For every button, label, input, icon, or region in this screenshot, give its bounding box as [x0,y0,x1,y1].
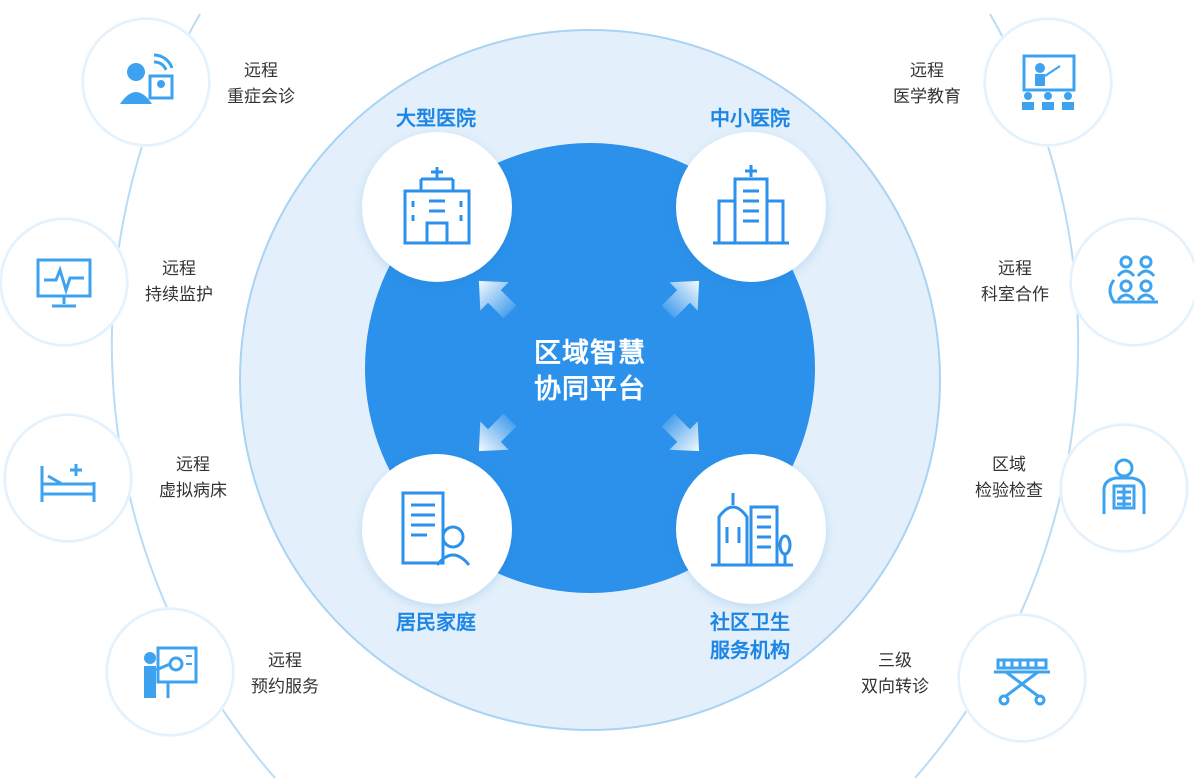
service-label-education: 远程医学教育 [893,61,961,107]
arrow-bottom-right [661,413,700,452]
service-node-appointment [106,608,234,736]
bed-icon [40,464,96,502]
xray-icon [1102,458,1146,514]
service-label-monitor: 远程持续监护 [145,259,213,305]
institution-label-large-hospital: 大型医院 [396,106,476,130]
node-resident-family [362,454,512,604]
institution-label-resident-family: 居民家庭 [396,610,476,634]
team-icon [1108,255,1158,304]
institution-label-small-hospital: 中小医院 [710,106,790,130]
service-node-remote-consultation [82,18,210,146]
arrow-top-left [478,280,517,319]
node-large-hospital [362,132,512,282]
institution-label-community-health: 社区卫生 服务机构 [710,610,790,662]
node-community-health [676,454,826,604]
service-label-appointment: 远程预约服务 [251,651,319,697]
node-small-hospital [676,132,826,282]
service-node-inspection [1060,424,1188,552]
classroom-icon [1022,54,1076,110]
service-node-monitor [0,218,128,346]
arrow-bottom-left [478,413,517,452]
service-node-referral [958,614,1086,742]
community-health-icon [711,493,793,567]
service-label-bed: 远程虚拟病床 [159,455,227,501]
remote-consultation-icon [120,53,174,104]
center-title: 区域智慧 协同平台 [505,336,675,408]
center-title-line2: 协同平台 [534,374,646,405]
center-title-line1: 区域智慧 [534,338,646,369]
large-hospital-icon [403,167,471,245]
service-node-education [984,18,1112,146]
service-node-bed [4,414,132,542]
service-label-inspection: 区域检验检查 [975,455,1043,501]
stretcher-icon [994,658,1050,706]
arrow-top-right [661,280,700,319]
service-label-referral: 三级双向转诊 [861,651,929,697]
service-label-remote-consultation: 远程重症会诊 [227,61,295,107]
service-node-department [1070,218,1194,346]
service-label-department: 远程科室合作 [981,259,1049,305]
small-hospital-icon [713,165,789,245]
resident-family-icon [401,491,471,566]
monitor-icon [36,258,92,308]
presentation-icon [144,646,198,698]
